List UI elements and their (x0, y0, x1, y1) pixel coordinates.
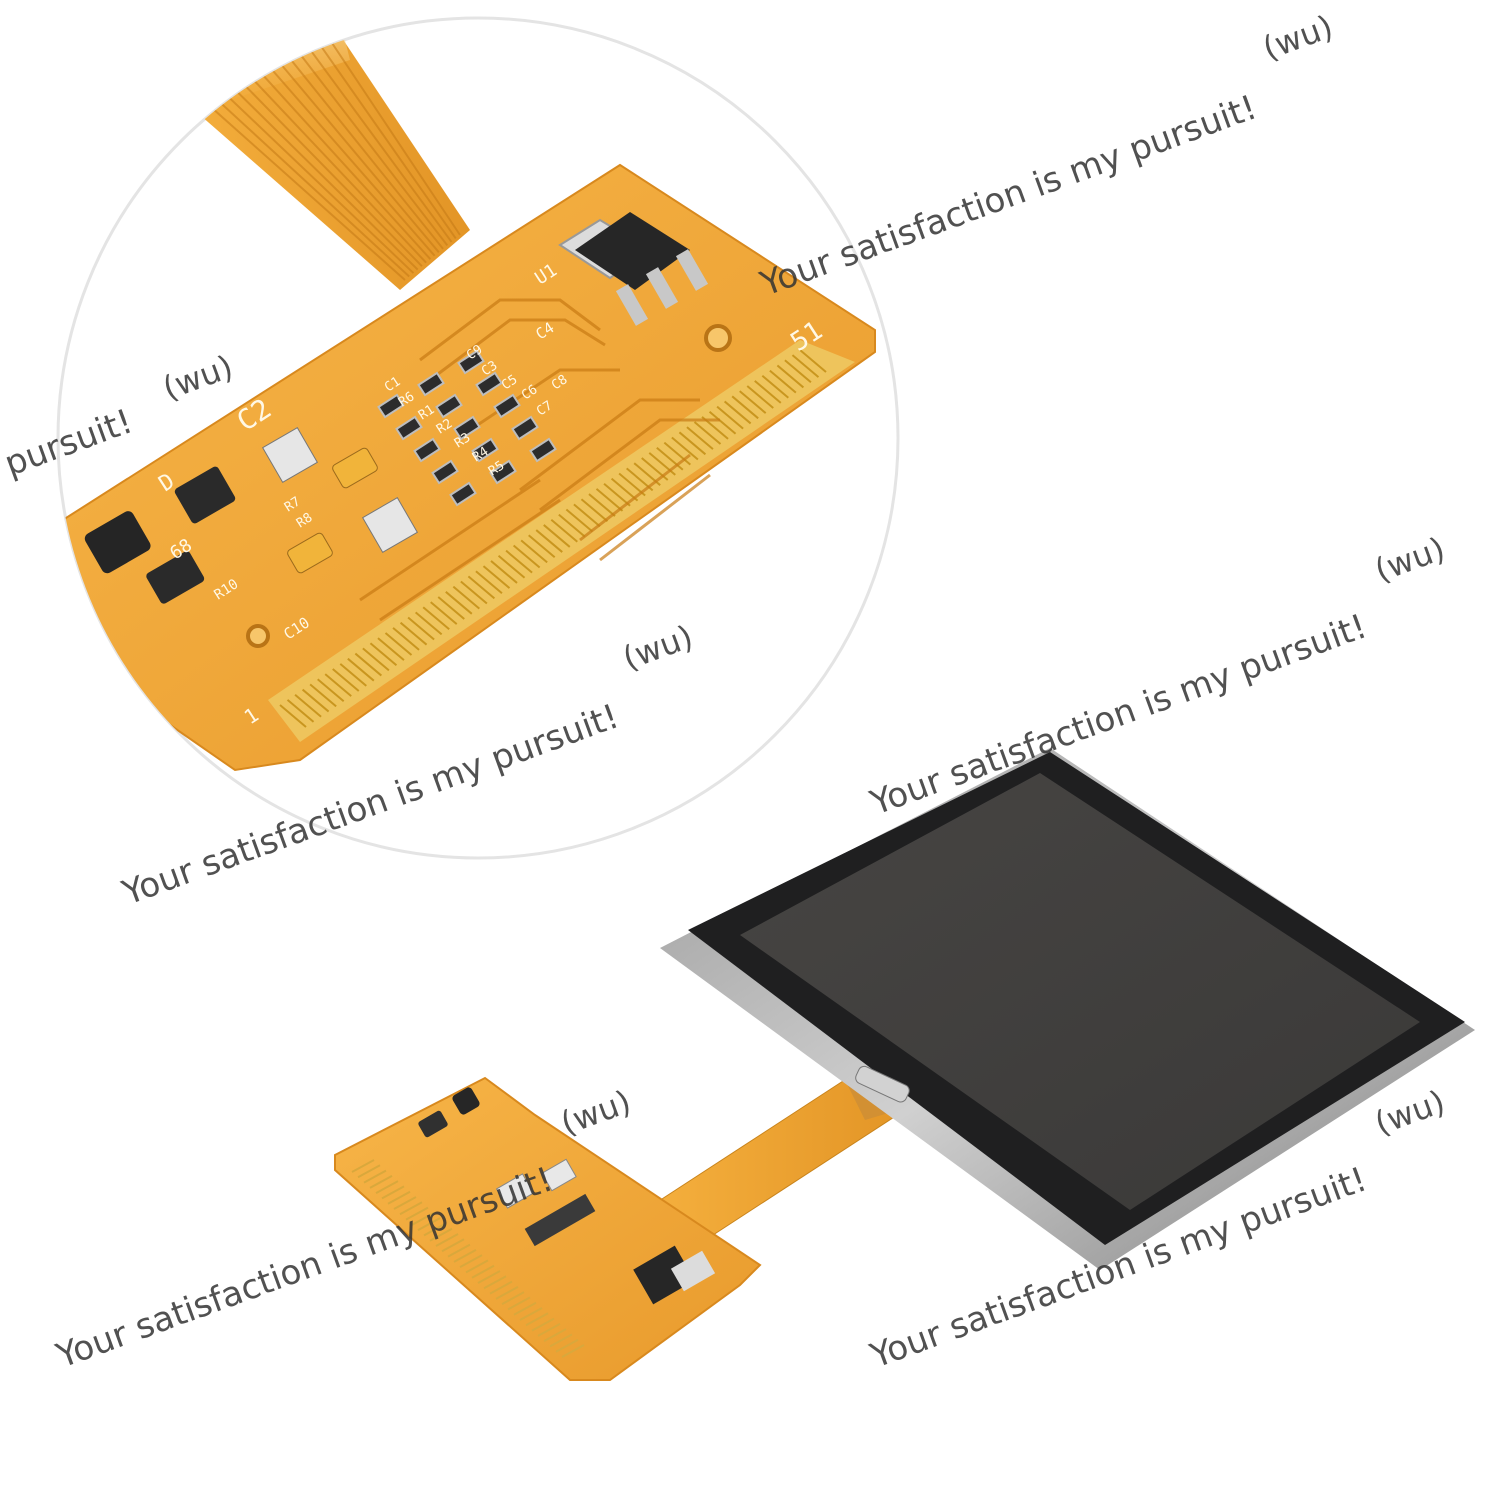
watermark-tag-6: (wu) (1370, 1082, 1450, 1142)
silk-c5: C5 (499, 372, 520, 393)
zoom-regulator-chip (558, 212, 709, 326)
silk-r8: R8 (294, 510, 315, 531)
silk-r7: R7 (282, 494, 303, 515)
silk-c1: C1 (382, 374, 403, 395)
silk-c6: C6 (519, 382, 540, 403)
silk-r5: R5 (486, 458, 507, 479)
watermark-tag-5: (wu) (556, 1082, 636, 1142)
silk-r6: R6 (396, 389, 417, 410)
zoom-detail-circle: C2 D 68 C1 R6 R1 R2 R3 R4 R5 R7 R8 R10 C… (56, 16, 900, 860)
silk-r1: R1 (416, 402, 437, 423)
zoom-traces (359, 298, 720, 622)
watermark-slogan-3: Your satisfaction is my pursuit! (864, 606, 1372, 823)
small-controller-board (334, 1076, 762, 1381)
silk-c7: C7 (534, 398, 555, 419)
watermark-tag-1: (wu) (1258, 7, 1338, 67)
silk-c8: C8 (549, 372, 570, 393)
lcd-display (660, 748, 1475, 1270)
watermark-slogan-1: Your satisfaction is my pursuit! (754, 87, 1262, 304)
zoom-components (84, 349, 557, 604)
silk-c3: C3 (479, 358, 500, 379)
silk-c9: C9 (464, 342, 485, 363)
watermark-tag-4: (wu) (1370, 529, 1450, 589)
silk-r2: R2 (434, 416, 455, 437)
lcd-tab (855, 1065, 910, 1103)
lcd-panel (740, 773, 1420, 1210)
silk-r3: R3 (452, 430, 473, 451)
silk-r4: R4 (470, 444, 491, 465)
